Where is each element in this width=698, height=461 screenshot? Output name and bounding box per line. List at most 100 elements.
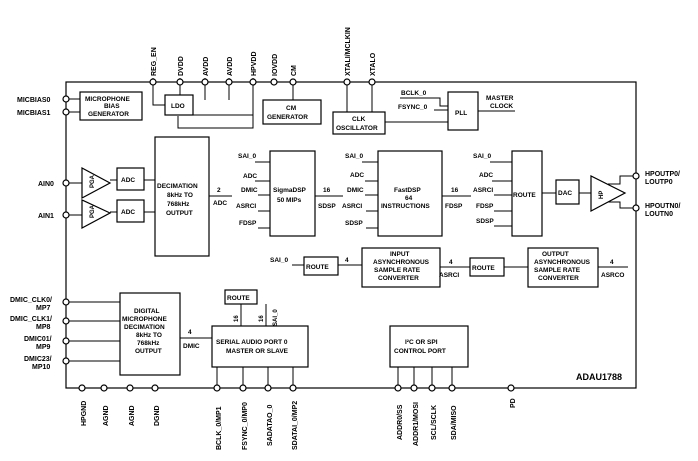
sdsp-in-fdsp: FDSP: [239, 220, 257, 227]
adc-1-block: [116, 199, 145, 223]
right-pins: HPOUTP0/ LOUTP0 HPOUTN0/ LOUTN0: [632, 171, 680, 218]
sdsp-out: SDSP: [318, 203, 336, 210]
pga-1-label: PGA: [90, 204, 96, 218]
cm-gen-line-2: GENERATOR: [267, 114, 308, 121]
dac-label: DAC: [558, 190, 572, 197]
pin-dmic-clk1-mp: MP8: [36, 324, 51, 331]
clk-osc-line-2: OSCILLATOR: [336, 125, 378, 132]
pin-cm: CM: [291, 65, 298, 76]
pga-1-triangle: [81, 199, 112, 230]
pin-fsync0: FSYNC_0/MP0: [242, 402, 249, 450]
pin-sda: SDA/MISO: [451, 405, 458, 440]
bottom-pins: HPGND AGND AGND DGND BCLK_0/MP1 FSYNC_0/…: [78, 367, 517, 450]
input-asrc-line-4: CONVERTER: [378, 275, 419, 282]
micbias-generator-block: [79, 91, 143, 121]
pll-in-fsync: FSYNC_0: [398, 104, 428, 111]
route-in-bus-width: 4: [345, 257, 349, 264]
dac-block: [555, 179, 580, 205]
master-clock-line-2: CLOCK: [490, 103, 513, 110]
pin-addr0: ADDR0/SS: [397, 404, 404, 440]
pin-ain0: AIN0: [38, 181, 54, 188]
output-asrc-block: [527, 247, 599, 288]
sigmadsp-line-2: 50 MIPs: [277, 197, 302, 204]
adc-1-label: ADC: [121, 209, 135, 216]
pin-xtali: XTALI/MCLKIN: [345, 27, 352, 76]
clk-oscillator-block: [332, 111, 386, 135]
pin-sdatai0: SDATAI_0/MP2: [292, 401, 299, 450]
adc-0-label: ADC: [121, 177, 135, 184]
decimation-bus-width: 2: [217, 187, 221, 194]
route-in-sdsp: SDSP: [476, 218, 494, 225]
hp-amp-label: HP: [599, 191, 605, 199]
fdsp-out: FDSP: [445, 203, 463, 210]
asrco-out: ASRCO: [601, 272, 624, 279]
sap-line-2: MASTER OR SLAVE: [226, 348, 289, 355]
input-asrc-line-2: ASYNCHRONOUS: [373, 259, 430, 266]
asrci-bus-width: 4: [449, 259, 453, 266]
asrci-out: ASRCI: [439, 272, 459, 279]
dmic-dec-line-6: OUTPUT: [135, 348, 162, 355]
pga-0-triangle: [81, 166, 112, 200]
sdsp-in-dmic: DMIC: [241, 187, 258, 194]
sap-out-bus-width: 16: [259, 315, 265, 322]
top-pins: REG_EN DVDD AVDD AVDD HPVDD IOVDD CM XTA…: [149, 27, 377, 112]
route-input-block: [303, 256, 339, 276]
sdsp-in-sai0: SAI_0: [238, 153, 256, 160]
pin-avdd-1: AVDD: [203, 57, 210, 76]
cm-gen-line-1: CM: [286, 105, 296, 112]
output-asrc-line-4: CONVERTER: [538, 275, 579, 282]
fastdsp-line-1: FastDSP: [394, 187, 421, 194]
asrc-in-sai0: SAI_0: [270, 257, 288, 264]
sap-in-bus-width: 16: [234, 315, 240, 322]
route-in-sai0: SAI_0: [473, 153, 491, 160]
sap-line-1: SERIAL AUDIO PORT 0: [216, 339, 288, 346]
control-port-block: [389, 325, 469, 368]
pll-block: [447, 91, 479, 131]
sdsp-in-adc: ADC: [243, 173, 257, 180]
pll-label: PLL: [455, 110, 467, 117]
pll-in-bclk: BCLK_0: [401, 90, 427, 97]
dmic-dec-line-4: 8kHz TO: [136, 332, 162, 339]
ldo-block: [164, 94, 194, 116]
fdsp-in-sdsp: SDSP: [345, 220, 363, 227]
pin-dgnd: DGND: [154, 405, 161, 426]
ldo-label: LDO: [171, 103, 185, 110]
pin-reg-en: REG_EN: [151, 47, 158, 76]
dmic-dec-line-1: DIGITAL: [134, 308, 160, 315]
pin-dmic-clk1: DMIC_CLK1/: [10, 316, 52, 323]
route-in-asrci: ASRCI: [473, 187, 493, 194]
pin-hpoutp-lout: LOUTP0: [645, 179, 673, 186]
decimation-line-1: DECIMATION: [157, 183, 198, 190]
decimation-line-3: 768kHz: [167, 201, 190, 208]
ctrl-line-2: CONTROL PORT: [394, 348, 446, 355]
route-asrc-label: ROUTE: [472, 265, 495, 272]
fastdsp-block: [377, 150, 443, 237]
asrco-bus-width: 4: [610, 259, 614, 266]
left-pins: MICBIAS0 MICBIAS1 AIN0 AIN1 DMIC_CLK0/ M…: [10, 95, 80, 371]
dmic-bus-width: 4: [188, 329, 192, 336]
output-asrc-line-2: ASYNCHRONOUS: [534, 259, 591, 266]
pin-iovdd: IOVDD: [272, 54, 279, 76]
ctrl-line-1: I²C OR SPI: [405, 339, 438, 346]
pin-dmic-clk0-mp: MP7: [36, 305, 51, 312]
sdsp-in-asrci: ASRCI: [236, 203, 256, 210]
pin-hpoutn: HPOUTN0/: [645, 203, 680, 210]
fdsp-in-sai0: SAI_0: [345, 153, 363, 160]
adc-0-block: [116, 167, 145, 191]
input-asrc-line-1: INPUT: [390, 251, 410, 258]
fdsp-in-adc: ADC: [350, 172, 364, 179]
fastdsp-line-2: 64: [405, 195, 413, 202]
pin-pd: PD: [510, 398, 517, 408]
route-sap-label: ROUTE: [227, 295, 250, 302]
output-asrc-line-3: SAMPLE RATE: [534, 267, 581, 274]
pin-dmic-clk0: DMIC_CLK0/: [10, 297, 52, 304]
cm-generator-block: [262, 99, 322, 125]
pin-dmic01: DMIC01/: [24, 336, 52, 343]
pin-hpvdd: HPVDD: [251, 51, 258, 76]
sigmadsp-block: [269, 150, 316, 237]
input-asrc-line-3: SAMPLE RATE: [374, 267, 421, 274]
pin-agnd-2: AGND: [129, 405, 136, 426]
pin-dmic01-mp: MP9: [36, 344, 51, 351]
clk-osc-line-1: CLK: [352, 116, 366, 123]
dmic-decimation-block: [119, 292, 181, 376]
